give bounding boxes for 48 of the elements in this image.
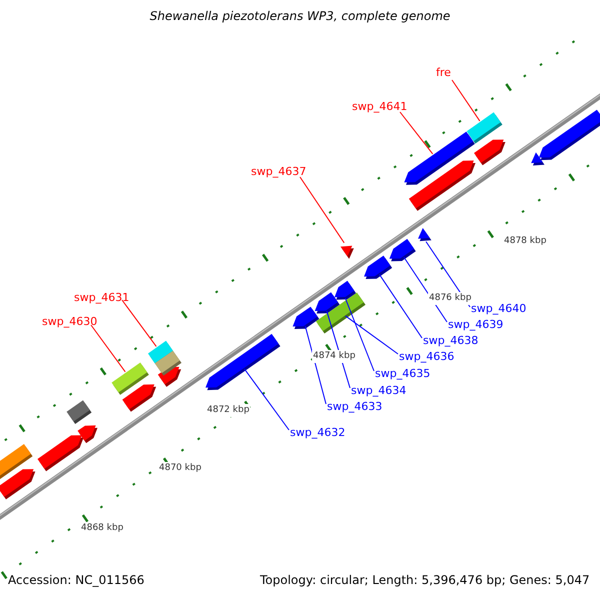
leader-line	[300, 176, 345, 244]
accession-text: Accession: NC_011566	[8, 574, 144, 587]
gene-label: fre	[436, 66, 451, 79]
title: Shewanella piezotolerans WP3, complete genome	[148, 10, 452, 23]
scale-label: 4874 kbp	[312, 350, 356, 363]
leader-line	[90, 324, 126, 372]
gene-label: swp_4634	[351, 384, 406, 397]
gene-label: swp_4632	[290, 426, 346, 439]
gene-feature	[292, 306, 320, 329]
leader-line	[122, 300, 157, 347]
scale-label: 4876 kbp	[428, 292, 472, 305]
gene-label: swp_4638	[423, 334, 478, 347]
leader-line	[378, 274, 422, 338]
leader-line	[452, 80, 480, 122]
gene-label: swp_4637	[251, 165, 306, 178]
gene-label: swp_4630	[42, 315, 98, 328]
gene-feature	[474, 140, 506, 166]
gene-feature	[334, 280, 356, 300]
leader-line	[345, 315, 398, 354]
gene-feature	[364, 256, 392, 279]
gene-label: swp_4633	[327, 400, 382, 413]
gene-feature	[206, 334, 280, 390]
gene-label: swp_4635	[375, 367, 430, 380]
scale-label: 4878 kbp	[503, 235, 548, 248]
gene-label: swp_4641	[352, 100, 408, 113]
gene-feature	[38, 435, 84, 472]
leader-line	[400, 112, 434, 154]
gene-label: swp_4636	[399, 350, 454, 363]
gene-block	[112, 362, 149, 395]
leader-line	[344, 298, 374, 372]
gene-block	[154, 350, 182, 376]
scale-label: 4872 kbp	[206, 404, 250, 417]
gene-label: swp_4640	[471, 302, 526, 315]
gene-feature	[340, 246, 354, 259]
gene-label: swp_4631	[74, 291, 130, 304]
gene-feature	[389, 238, 416, 262]
gene-block	[66, 400, 92, 424]
leader-line	[304, 325, 326, 404]
scale-label: 4870 kbp	[158, 462, 202, 475]
gene-feature	[404, 132, 475, 185]
gene-feature	[538, 110, 600, 160]
gene-feature	[78, 425, 98, 444]
gene-block	[466, 112, 502, 144]
genome-info-text: Topology: circular; Length: 5,396,476 bp; Genes: 5,047	[260, 574, 590, 587]
scale-label: 4868 kbp	[80, 522, 124, 535]
leader-line	[244, 368, 290, 430]
gene-feature	[418, 228, 432, 242]
gene-label: swp_4639	[448, 318, 504, 331]
